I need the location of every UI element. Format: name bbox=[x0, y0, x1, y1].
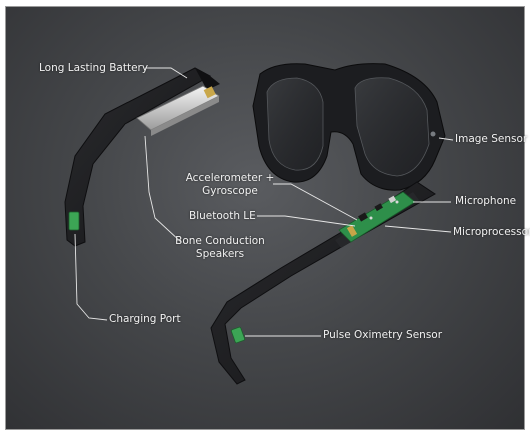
leader-bluetooth bbox=[257, 215, 356, 227]
diagram-scene: Long Lasting Battery Image Sensor Accele… bbox=[5, 6, 530, 430]
label-microprocessor: Microprocessor bbox=[453, 226, 530, 238]
label-image-sensor: Image Sensor bbox=[455, 133, 528, 145]
label-accelerometer-line2: Gyroscope bbox=[202, 185, 258, 197]
leader-bone-conduction bbox=[144, 135, 182, 243]
label-bone-line1: Bone Conduction bbox=[175, 235, 265, 247]
label-charging-port: Charging Port bbox=[109, 313, 181, 325]
label-accelerometer: Accelerometer + Gyroscope bbox=[185, 172, 275, 198]
glasses-front-frame bbox=[252, 63, 446, 191]
charging-port-chip bbox=[68, 211, 80, 231]
label-bone-line2: Speakers bbox=[195, 248, 245, 260]
leader-accelerometer bbox=[273, 183, 358, 221]
label-accelerometer-line1: Accelerometer + bbox=[185, 172, 275, 184]
leader-lines bbox=[74, 67, 454, 337]
label-microphone: Microphone bbox=[455, 195, 517, 207]
label-bluetooth: Bluetooth LE bbox=[189, 210, 256, 222]
label-battery: Long Lasting Battery bbox=[39, 62, 149, 74]
smart-glasses-exploded-view bbox=[64, 63, 454, 385]
battery-component bbox=[136, 85, 220, 136]
left-temple-arm bbox=[64, 67, 220, 247]
leader-image-sensor bbox=[438, 137, 454, 141]
leader-microprocessor bbox=[384, 225, 452, 233]
circuit-board bbox=[338, 191, 416, 243]
leader-battery bbox=[145, 67, 188, 79]
label-bone-conduction: Bone Conduction Speakers bbox=[175, 235, 265, 261]
leader-charging bbox=[74, 233, 108, 321]
image-sensor-lens bbox=[430, 131, 436, 137]
pulse-oximetry-chip bbox=[230, 326, 246, 344]
label-pulse-oximetry: Pulse Oximetry Sensor bbox=[323, 329, 443, 341]
